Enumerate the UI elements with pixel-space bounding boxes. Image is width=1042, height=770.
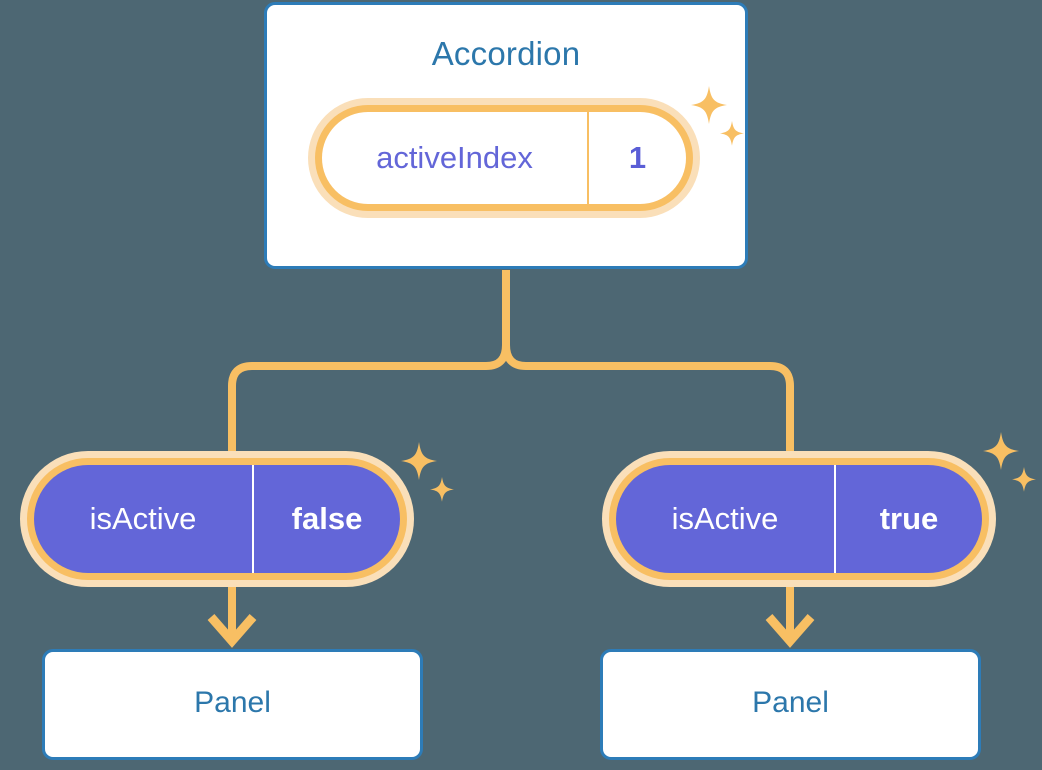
state-key-label: isActive xyxy=(34,465,254,573)
component-title-panel: Panel xyxy=(194,686,271,719)
state-pill-body: activeIndex 1 xyxy=(322,112,686,204)
state-value-label: 1 xyxy=(628,140,647,175)
sparkle-large-icon xyxy=(983,432,1019,470)
sparkle-small-icon xyxy=(1012,467,1036,492)
component-title-panel: Panel xyxy=(752,686,829,719)
state-value-label: true xyxy=(879,501,939,536)
state-pill-body: isActive false xyxy=(34,465,400,573)
state-pill-ring: isActive true xyxy=(609,458,989,580)
state-pill-active-index[interactable]: activeIndex 1 xyxy=(308,98,700,218)
sparkle-large-icon xyxy=(401,442,437,480)
arrow-down-icon xyxy=(765,614,815,648)
branch-connector-icon xyxy=(228,270,510,456)
state-pill-is-active-right[interactable]: isActive true xyxy=(602,451,996,587)
state-pill-ring: activeIndex 1 xyxy=(315,105,693,211)
component-card-panel-right[interactable]: Panel xyxy=(600,649,981,760)
sparkle-small-icon xyxy=(430,477,454,502)
state-key-label: isActive xyxy=(616,465,836,573)
component-title-accordion: Accordion xyxy=(431,35,581,72)
state-value-label: false xyxy=(291,501,363,536)
state-pill-ring: isActive false xyxy=(27,458,407,580)
branch-connector-icon xyxy=(502,344,794,452)
state-pill-is-active-left[interactable]: isActive false xyxy=(20,451,414,587)
component-card-panel-left[interactable]: Panel xyxy=(42,649,423,760)
arrow-down-icon xyxy=(207,614,257,648)
state-pill-body: isActive true xyxy=(616,465,982,573)
state-key-label: activeIndex xyxy=(322,112,589,204)
